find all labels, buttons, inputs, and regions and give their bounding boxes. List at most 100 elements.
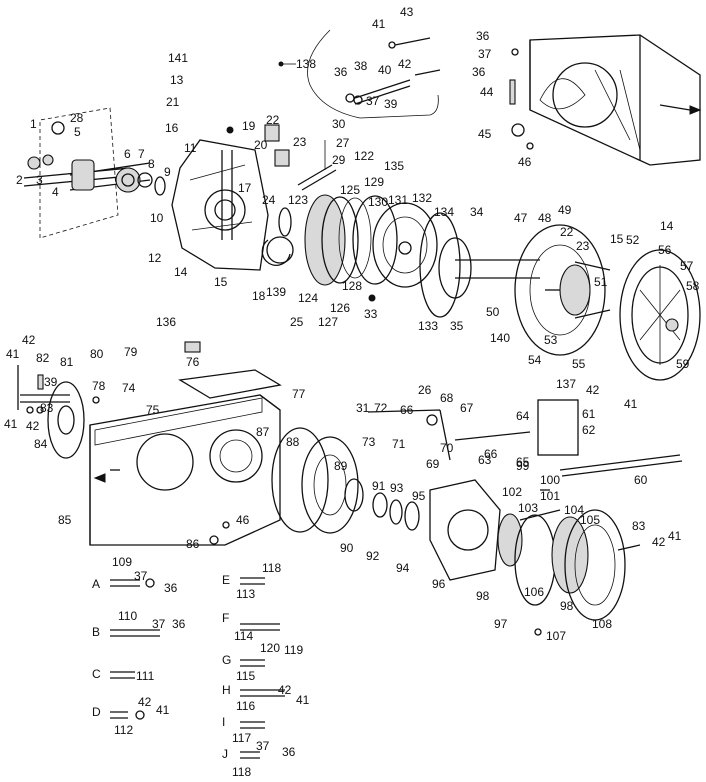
label-90: 90 bbox=[340, 541, 354, 555]
label-26: 26 bbox=[418, 383, 432, 397]
letter-F: F bbox=[222, 611, 229, 625]
label-74: 74 bbox=[122, 381, 136, 395]
label-54: 54 bbox=[528, 353, 542, 367]
label-23: 23 bbox=[293, 135, 307, 149]
label-37-b: 37 bbox=[478, 47, 492, 61]
label-98-a: 98 bbox=[476, 589, 490, 603]
label-34: 34 bbox=[470, 205, 484, 219]
label-66-a: 66 bbox=[400, 403, 414, 417]
label-7: 7 bbox=[138, 147, 145, 161]
label-91: 91 bbox=[372, 479, 386, 493]
label-93: 93 bbox=[390, 481, 404, 495]
label-42-b: 42 bbox=[22, 333, 36, 347]
label-41-f: 41 bbox=[156, 703, 170, 717]
label-45: 45 bbox=[478, 127, 492, 141]
letter-E: E bbox=[222, 573, 230, 587]
label-29: 29 bbox=[332, 153, 346, 167]
label-80: 80 bbox=[90, 347, 104, 361]
label-15: 15 bbox=[214, 275, 228, 289]
label-9: 9 bbox=[164, 165, 171, 179]
label-14: 14 bbox=[174, 265, 188, 279]
label-39-b: 39 bbox=[44, 375, 58, 389]
label-16: 16 bbox=[165, 121, 179, 135]
lever-linkage bbox=[367, 399, 683, 491]
label-37-d: 37 bbox=[152, 617, 166, 631]
pulley-cover bbox=[514, 509, 641, 636]
label-61: 61 bbox=[582, 407, 596, 421]
label-135: 135 bbox=[384, 159, 404, 173]
label-138: 138 bbox=[296, 57, 316, 71]
label-114: 114 bbox=[234, 629, 253, 643]
label-129: 129 bbox=[364, 175, 384, 189]
label-6: 6 bbox=[124, 147, 131, 161]
letter-I: I bbox=[222, 715, 225, 729]
letter-B: B bbox=[92, 625, 100, 639]
label-53: 53 bbox=[544, 333, 558, 347]
label-119: 118 bbox=[262, 561, 281, 575]
label-137: 137 bbox=[556, 377, 576, 391]
label-42-d: 42 bbox=[652, 535, 666, 549]
label-36-e: 36 bbox=[172, 617, 186, 631]
label-33: 33 bbox=[364, 307, 378, 321]
label-51: 51 bbox=[594, 275, 608, 289]
label-95: 95 bbox=[412, 489, 426, 503]
label-58: 58 bbox=[686, 279, 700, 293]
label-101: 101 bbox=[540, 489, 560, 503]
label-28: 28 bbox=[70, 111, 84, 125]
label-117: 117 bbox=[232, 731, 251, 745]
label-40: 40 bbox=[378, 63, 392, 77]
label-27: 27 bbox=[336, 136, 350, 150]
label-97: 97 bbox=[494, 617, 508, 631]
label-73: 73 bbox=[362, 435, 376, 449]
label-124: 124 bbox=[298, 291, 318, 305]
label-19: 19 bbox=[242, 119, 256, 133]
label-36-c: 36 bbox=[472, 65, 486, 79]
label-36-a: 36 bbox=[334, 65, 348, 79]
label-141: 141 bbox=[168, 51, 188, 65]
label-77: 77 bbox=[292, 387, 306, 401]
label-41-a: 41 bbox=[372, 17, 386, 31]
label-106: 106 bbox=[524, 585, 544, 599]
label-1: 1 bbox=[30, 117, 37, 131]
label-24: 24 bbox=[262, 193, 276, 207]
label-107: 107 bbox=[546, 629, 566, 643]
label-111: 111 bbox=[136, 669, 155, 683]
label-52: 52 bbox=[626, 233, 640, 247]
label-37-e: 37 bbox=[256, 739, 270, 753]
label-96: 96 bbox=[432, 577, 446, 591]
gearbox-housing bbox=[89, 341, 282, 546]
label-94: 94 bbox=[396, 561, 410, 575]
detail-inset bbox=[278, 29, 441, 119]
pto-housing-box bbox=[509, 34, 702, 166]
bearing-assembly bbox=[271, 427, 523, 581]
label-108: 108 bbox=[592, 617, 612, 631]
label-120: 119 bbox=[284, 643, 303, 657]
label-41-d: 41 bbox=[668, 529, 682, 543]
label-22: 22 bbox=[266, 113, 280, 127]
label-125: 125 bbox=[340, 183, 360, 197]
label-5: 5 bbox=[74, 125, 81, 139]
label-41-g: 41 bbox=[296, 693, 310, 707]
label-75: 75 bbox=[146, 403, 160, 417]
label-46-b: 46 bbox=[236, 513, 250, 527]
label-42-e: 42 bbox=[586, 383, 600, 397]
label-36-f: 36 bbox=[282, 745, 296, 759]
label-79: 79 bbox=[124, 345, 138, 359]
label-72: 72 bbox=[374, 401, 388, 415]
label-46-a: 46 bbox=[518, 155, 532, 169]
label-20: 20 bbox=[254, 138, 268, 152]
label-60: 60 bbox=[634, 473, 648, 487]
label-14-b: 14 bbox=[660, 219, 674, 233]
label-116: 116 bbox=[236, 699, 255, 713]
label-39-a: 39 bbox=[384, 97, 398, 111]
label-25: 25 bbox=[290, 315, 304, 329]
label-65: 65 bbox=[516, 455, 530, 469]
label-81: 81 bbox=[60, 355, 74, 369]
label-87: 87 bbox=[256, 425, 270, 439]
label-139: 139 bbox=[266, 285, 286, 299]
label-15-b: 15 bbox=[610, 232, 624, 246]
label-123: 123 bbox=[288, 193, 308, 207]
label-98-b: 98 bbox=[560, 599, 574, 613]
label-36-b: 36 bbox=[476, 29, 490, 43]
label-134: 134 bbox=[434, 205, 454, 219]
